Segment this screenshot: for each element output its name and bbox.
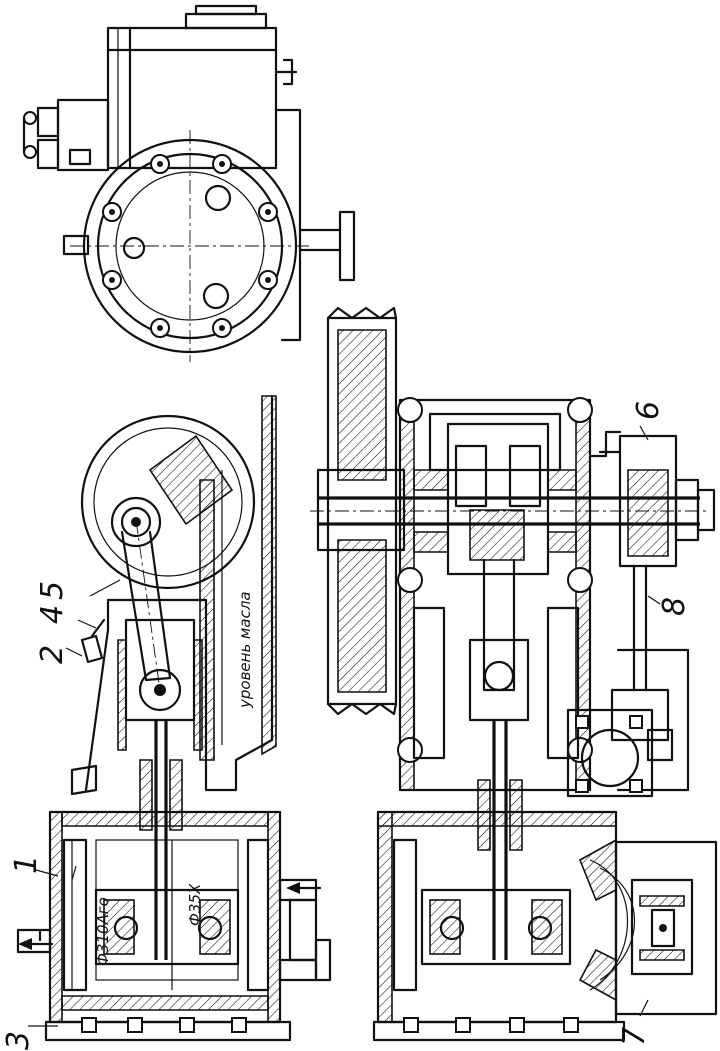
left-piston [94,888,240,966]
oil-pump [588,430,716,568]
callout-3: 3 [1,1031,36,1050]
callout-2: 2 [35,645,70,664]
callout-8: 8 [657,597,692,616]
right-section-view [310,306,718,1042]
callout-5: 5 [35,581,70,600]
bore-dimension-label: Ф310Аго [94,897,112,966]
labels: уровень масла Ф310Аго Ф35Х [94,591,254,966]
callouts: 1 2 3 4 5 6 7 8 [1,401,692,1050]
control-box [566,708,674,798]
callout-1: 1 [9,855,44,874]
left-flywheel [80,414,256,590]
head-bolts-left [81,1017,247,1033]
left-crankcase [84,394,274,792]
callout-7: 7 [617,1027,652,1046]
oil-level-label: уровень масла [236,591,254,709]
valve-chamber [614,840,718,1016]
counterweight [148,434,234,526]
crank-pin [110,496,162,548]
flange-bolts [102,154,278,338]
head-bolts-right [403,1017,579,1033]
callout-4: 4 [35,605,70,624]
end-view [22,4,356,362]
pulley [316,306,406,716]
right-piston [420,888,572,966]
end-view-side-block [56,98,110,172]
rod-dimension-label: Ф35Х [186,883,204,926]
crankshaft [446,422,550,576]
left-section-view [16,394,332,1042]
callout-6: 6 [631,401,666,420]
connecting-rod [120,530,172,682]
